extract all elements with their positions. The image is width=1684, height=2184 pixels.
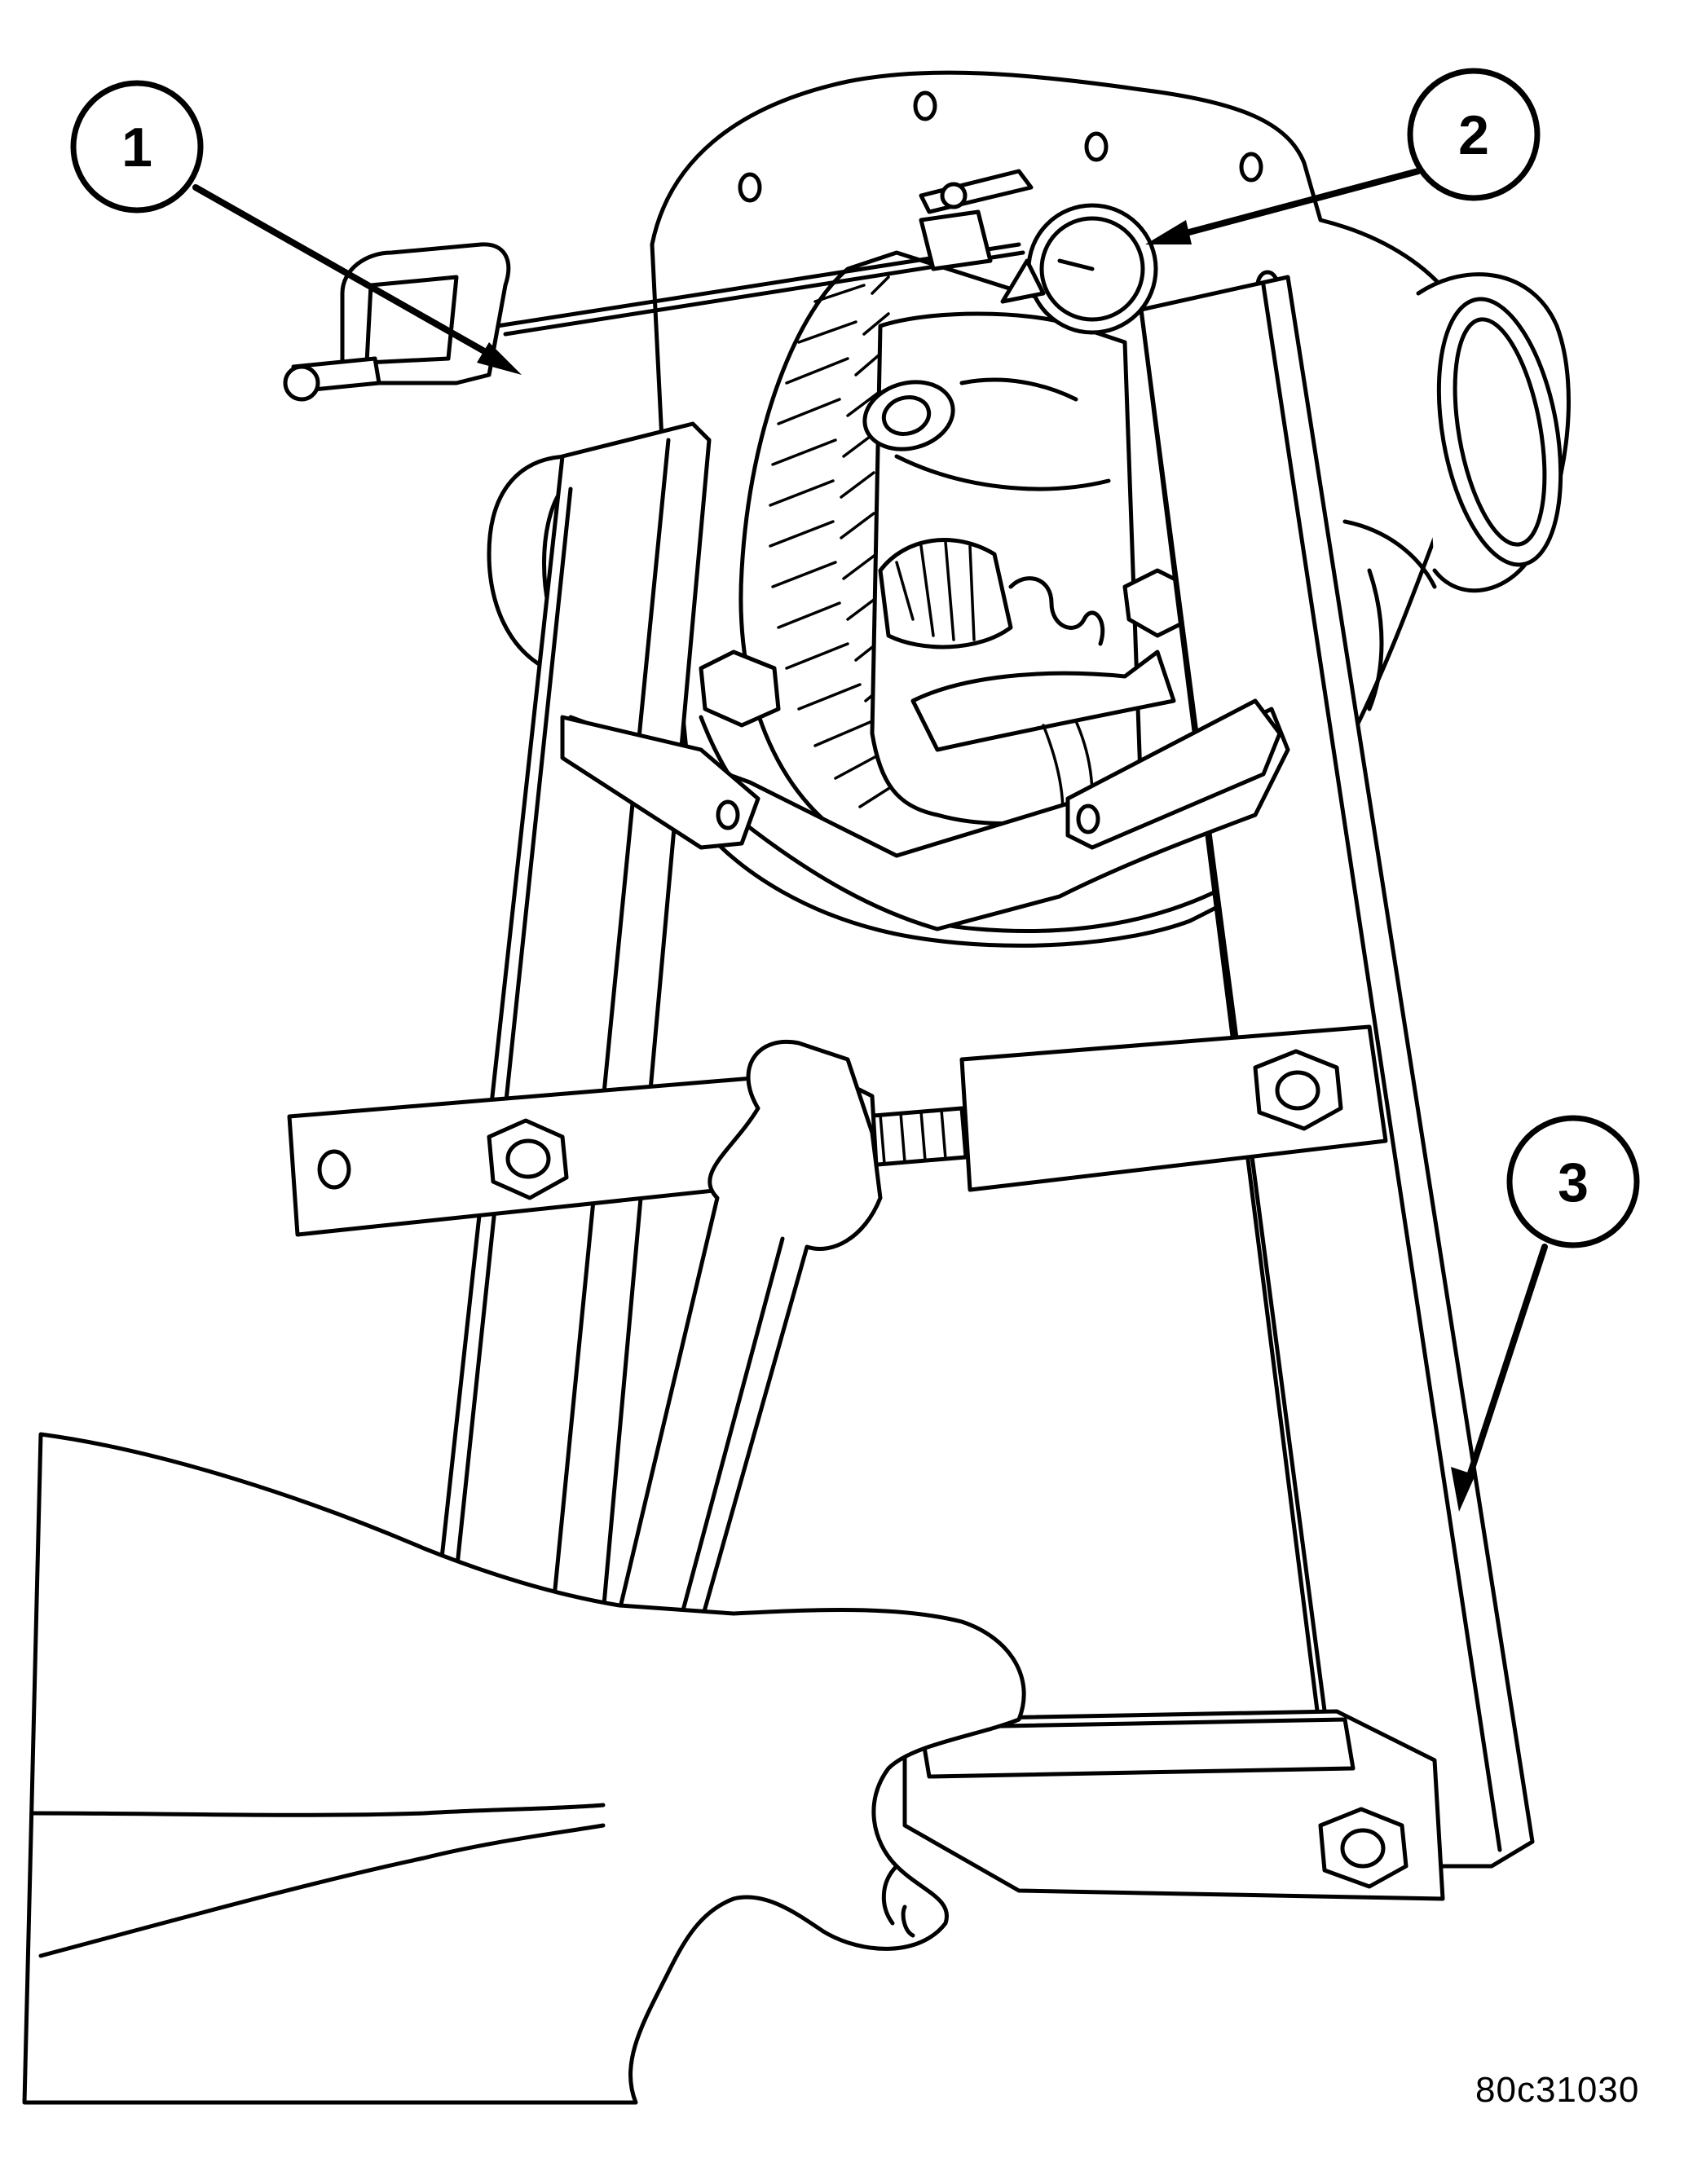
spreader-screw-bar (287, 1024, 1388, 1237)
callout-label-1: 1 (121, 117, 152, 178)
ring-gear (738, 250, 1176, 862)
callout-3: 3 (1451, 1115, 1640, 1512)
callout-label-2: 2 (1458, 104, 1489, 166)
figure-code: 80c31030 (1475, 2070, 1640, 2110)
spreader-lower-bar (902, 1709, 1445, 1901)
callout-label-3: 3 (1558, 1151, 1589, 1213)
callout-2: 2 (1145, 68, 1541, 244)
callout-1: 1 (70, 80, 522, 375)
spreader-adapter-bracket (560, 698, 1290, 931)
technician-hand (22, 1432, 1026, 2105)
dial-indicator (283, 169, 1158, 402)
